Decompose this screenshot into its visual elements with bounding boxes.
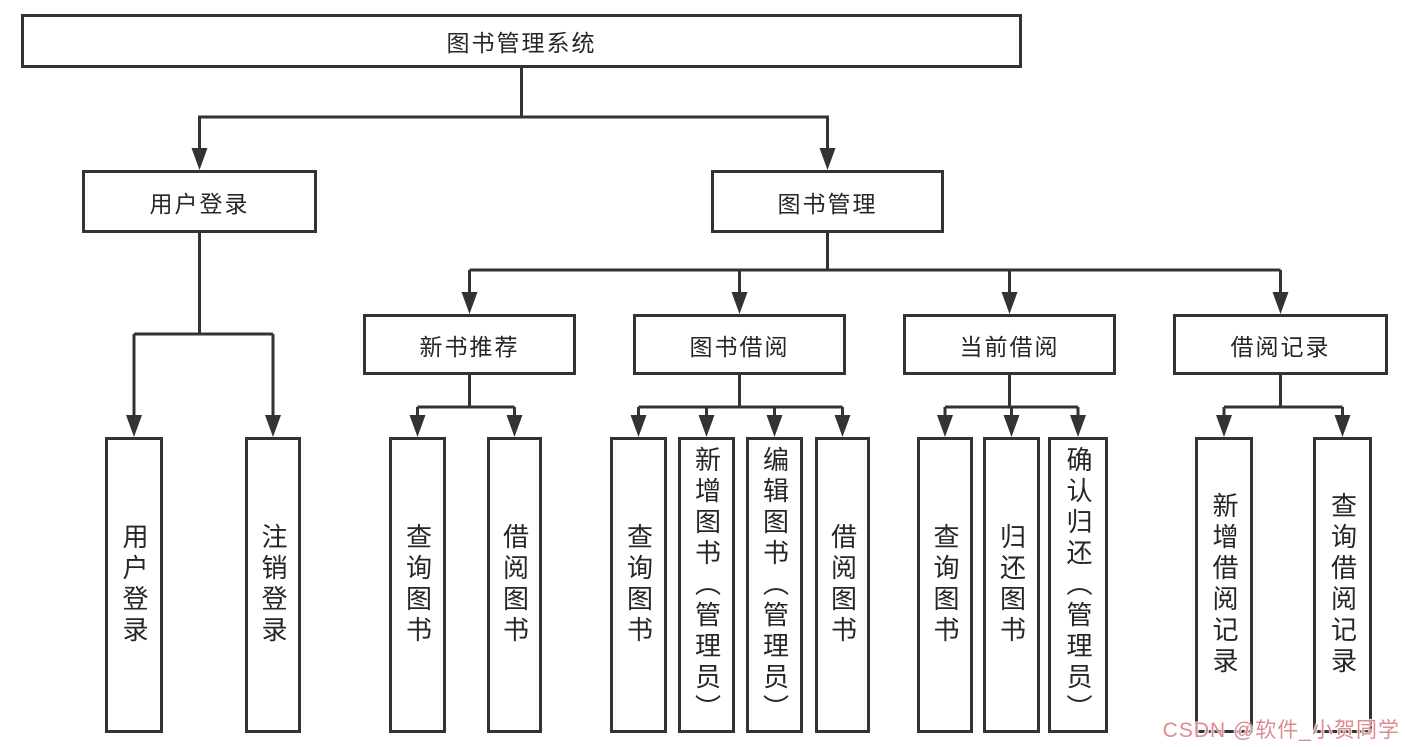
leaf-records-add-record-label: 新增借阅记录 bbox=[1209, 492, 1239, 678]
node-current-borrowing-label: 当前借阅 bbox=[959, 333, 1060, 360]
node-book-borrowing: 图书借阅 bbox=[633, 314, 846, 375]
node-user-login: 用户登录 bbox=[82, 170, 317, 233]
node-book-borrowing-label: 图书借阅 bbox=[689, 333, 790, 360]
node-root-system-label: 图书管理系统 bbox=[446, 30, 597, 56]
leaf-borrowing-edit-books-admin-label: 编辑图书（管理员） bbox=[759, 445, 790, 725]
leaf-borrowing-borrow-books-label: 借阅图书 bbox=[827, 523, 858, 647]
leaf-current-query-books: 查询图书 bbox=[917, 437, 973, 733]
node-borrowing-records-label: 借阅记录 bbox=[1230, 333, 1331, 360]
watermark: CSDN @软件_小贺同学 bbox=[1162, 719, 1400, 742]
leaf-logout-label: 注销登录 bbox=[258, 523, 288, 647]
leaf-borrowing-borrow-books: 借阅图书 bbox=[815, 437, 870, 733]
node-user-login-label: 用户登录 bbox=[149, 190, 250, 217]
leaf-logout: 注销登录 bbox=[245, 437, 301, 733]
leaf-borrowing-query-books-label: 查询图书 bbox=[623, 523, 654, 647]
leaf-current-query-books-label: 查询图书 bbox=[930, 523, 960, 647]
leaf-recommend-borrow-books-label: 借阅图书 bbox=[499, 523, 530, 647]
leaf-current-confirm-return-admin-label: 确认归还（管理员） bbox=[1063, 445, 1093, 725]
node-current-borrowing: 当前借阅 bbox=[903, 314, 1116, 375]
leaf-borrowing-edit-books-admin: 编辑图书（管理员） bbox=[746, 437, 803, 733]
leaf-recommend-query-books: 查询图书 bbox=[389, 437, 446, 733]
leaf-user-login: 用户登录 bbox=[105, 437, 163, 733]
node-borrowing-records: 借阅记录 bbox=[1173, 314, 1388, 375]
node-book-management-label: 图书管理 bbox=[777, 190, 878, 217]
leaf-user-login-label: 用户登录 bbox=[119, 523, 149, 647]
leaf-current-return-books-label: 归还图书 bbox=[996, 523, 1027, 647]
leaf-borrowing-query-books: 查询图书 bbox=[610, 437, 667, 733]
leaf-records-query-record: 查询借阅记录 bbox=[1313, 437, 1372, 733]
leaf-recommend-query-books-label: 查询图书 bbox=[402, 523, 433, 647]
node-new-book-recommend: 新书推荐 bbox=[363, 314, 576, 375]
node-root-system: 图书管理系统 bbox=[21, 14, 1022, 68]
leaf-current-return-books: 归还图书 bbox=[983, 437, 1040, 733]
node-book-management: 图书管理 bbox=[711, 170, 944, 233]
leaf-borrowing-add-books-admin: 新增图书（管理员） bbox=[678, 437, 735, 733]
node-new-book-recommend-label: 新书推荐 bbox=[419, 333, 520, 360]
leaf-borrowing-add-books-admin-label: 新增图书（管理员） bbox=[691, 445, 722, 725]
leaf-current-confirm-return-admin: 确认归还（管理员） bbox=[1048, 437, 1108, 733]
arrowheads bbox=[126, 148, 1351, 437]
leaf-records-add-record: 新增借阅记录 bbox=[1195, 437, 1253, 733]
leaf-recommend-borrow-books: 借阅图书 bbox=[487, 437, 542, 733]
leaf-records-query-record-label: 查询借阅记录 bbox=[1327, 492, 1358, 678]
